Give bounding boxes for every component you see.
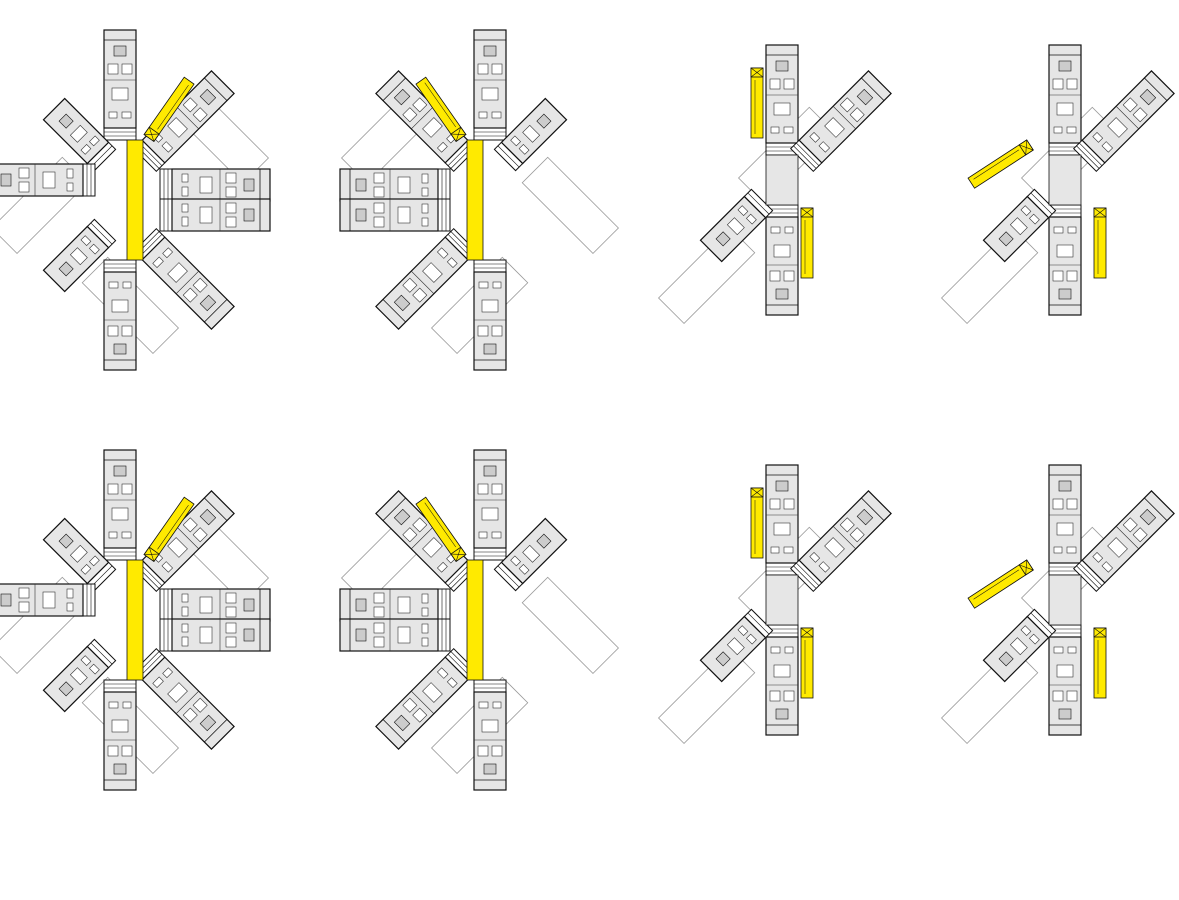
plan-upper-2 (339, 29, 619, 371)
ghost-wing-outline (521, 576, 619, 674)
apartment-wing (375, 648, 477, 750)
central-landing (1048, 574, 1082, 626)
apartment-wing (0, 163, 96, 197)
circulation-core (126, 559, 144, 681)
apartment-wing (790, 70, 892, 172)
apartment-wing (339, 618, 451, 652)
apartment-wing (473, 259, 507, 371)
ghost-wing-outline (521, 156, 619, 254)
apartment-wing (159, 198, 271, 232)
plan-lower-3 (658, 464, 892, 744)
apartment-wing (473, 449, 507, 561)
stair-side (750, 487, 764, 559)
plan-upper-1 (0, 29, 271, 371)
plan-lower-2 (339, 449, 619, 791)
circulation-core (466, 559, 484, 681)
stair-side (1093, 627, 1107, 699)
plan-lower-4 (941, 464, 1175, 744)
apartment-wing (473, 29, 507, 141)
plan-upper-4 (941, 44, 1175, 324)
apartment-wing (133, 228, 235, 330)
central-landing (765, 154, 799, 206)
stair-side (800, 207, 814, 279)
apartment-wing (103, 679, 137, 791)
stair-side (967, 139, 1034, 189)
apartment-wing (765, 624, 799, 736)
apartment-wing (982, 608, 1057, 683)
apartment-wing (1073, 70, 1175, 172)
apartment-wing (1073, 490, 1175, 592)
apartment-wing (765, 44, 799, 156)
circulation-core (126, 139, 144, 261)
apartment-wing (339, 588, 451, 622)
stair-side (1093, 207, 1107, 279)
apartment-wing (133, 648, 235, 750)
apartment-wing (790, 490, 892, 592)
apartment-wing (699, 188, 774, 263)
apartment-wing (765, 204, 799, 316)
apartment-wing (473, 679, 507, 791)
circulation-core (466, 139, 484, 261)
apartment-wing (375, 228, 477, 330)
plan-lower-1 (0, 449, 271, 791)
apartment-wing (1048, 204, 1082, 316)
apartment-wing (982, 188, 1057, 263)
apartment-wing (103, 29, 137, 141)
apartment-wing (1048, 624, 1082, 736)
apartment-wing (1048, 44, 1082, 156)
stair-side (967, 559, 1034, 609)
apartment-wing (699, 608, 774, 683)
stair-side (750, 67, 764, 139)
stair-side (800, 627, 814, 699)
apartment-wing (159, 168, 271, 202)
apartment-wing (0, 583, 96, 617)
central-landing (1048, 154, 1082, 206)
apartment-wing (339, 168, 451, 202)
apartment-wing (103, 449, 137, 561)
apartment-wing (1048, 464, 1082, 576)
central-landing (765, 574, 799, 626)
plan-upper-3 (658, 44, 892, 324)
apartment-wing (159, 618, 271, 652)
apartment-wing (339, 198, 451, 232)
apartment-wing (765, 464, 799, 576)
apartment-wing (159, 588, 271, 622)
apartment-wing (103, 259, 137, 371)
